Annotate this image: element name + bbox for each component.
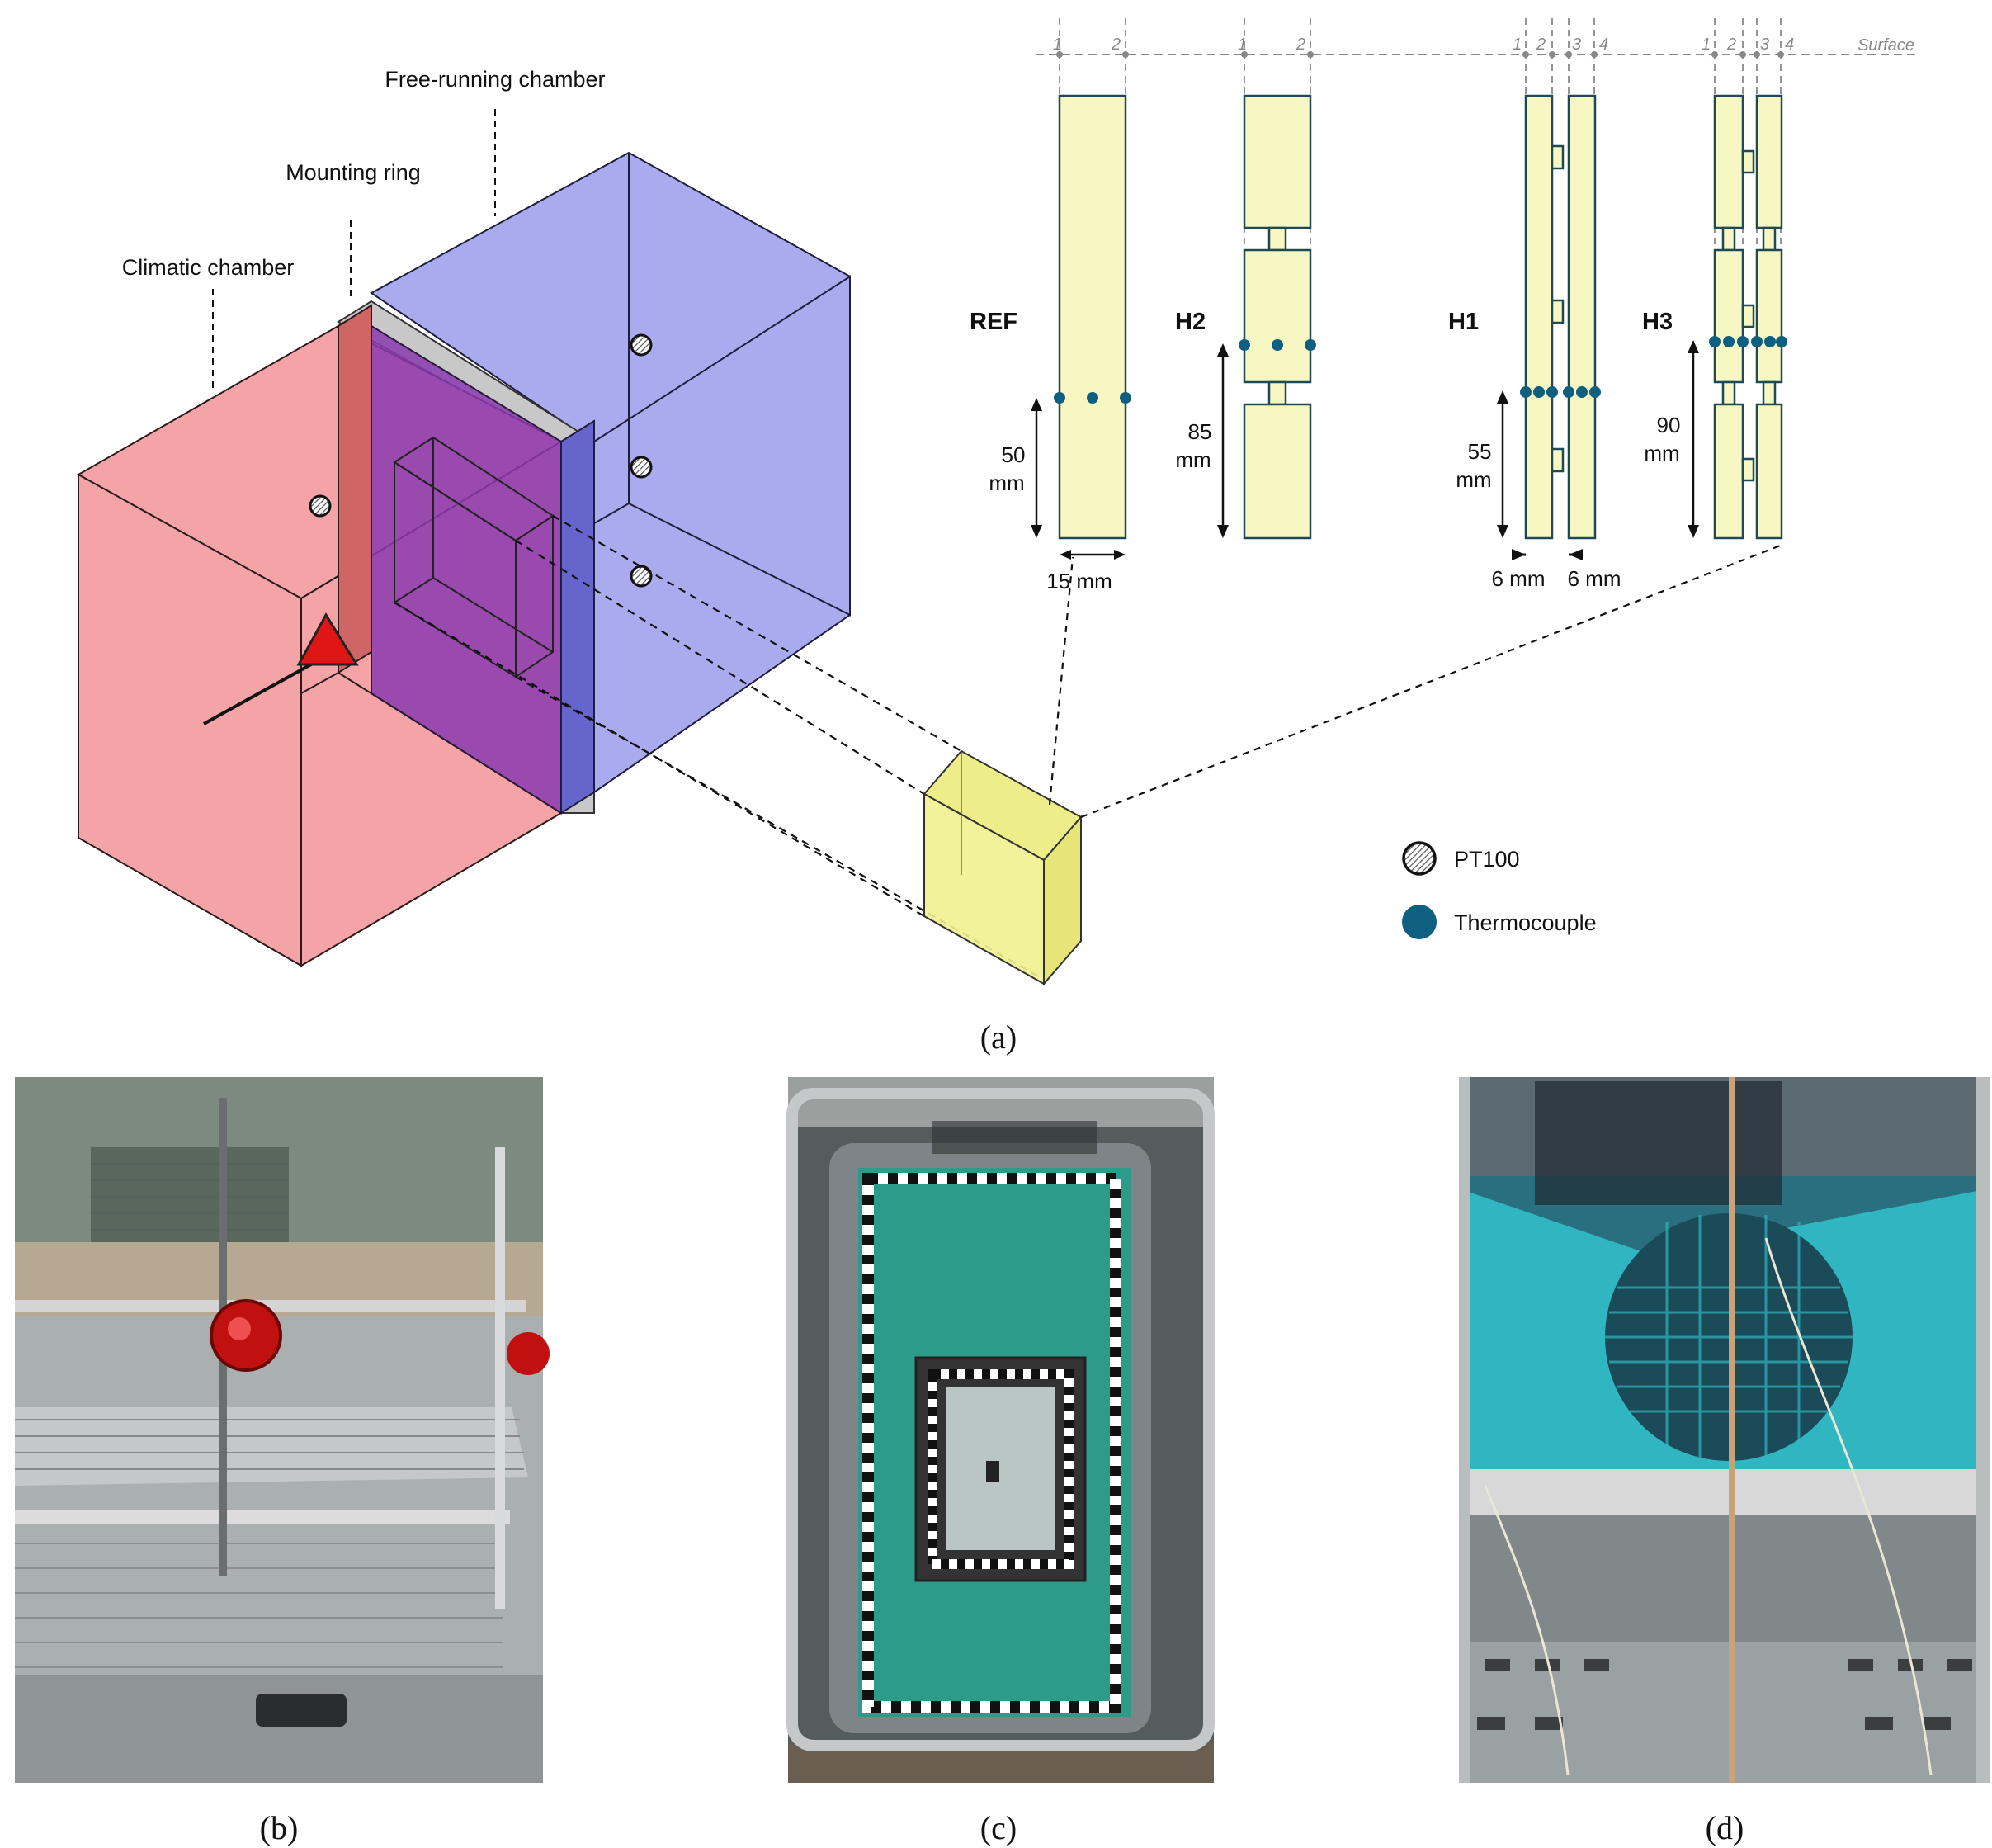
photo-c-mounting-ring [786, 1077, 1215, 1783]
sample-h3-dim-value: 90 [1657, 413, 1681, 437]
photo-b-climatic-chamber-interior [15, 1077, 550, 1783]
sample-h1: H1 55 mm 6 mm 6 mm [1448, 94, 1621, 591]
chamber-diagram: Climatic chamber Mounting ring Free-runn… [76, 67, 1783, 986]
sample-h1-dim-value: 55 [1468, 439, 1492, 464]
checker-tape-inner [928, 1369, 1074, 1569]
h3-col-4: 4 [1785, 35, 1794, 54]
sample-ref-width: 15 mm [1046, 569, 1112, 593]
legend: PT100 Thermocouple [1402, 841, 1597, 939]
checker-tape-outer [862, 1173, 1121, 1713]
sample-ref-dim-value: 50 [1002, 442, 1026, 467]
sample-h3-name: H3 [1642, 309, 1673, 335]
sample-h3-dim-unit: mm [1644, 441, 1679, 466]
caption-c: (c) [980, 1809, 1017, 1846]
sample-h1-dim-unit: mm [1456, 467, 1491, 492]
h2-col-2: 2 [1296, 35, 1305, 54]
pt100-sensor-free-2 [630, 456, 653, 479]
sample-ref: REF 50 mm 15 mm [970, 94, 1131, 593]
ref-col-2: 2 [1111, 35, 1121, 54]
filled-dot-icon [1402, 905, 1437, 939]
heater-stand [203, 655, 327, 725]
h1-col-3: 3 [1572, 35, 1581, 54]
pt100-sensor-climatic [309, 494, 332, 518]
h2-col-1: 1 [1238, 35, 1247, 54]
sample-h2-dim-value: 85 [1188, 419, 1212, 444]
red-triangle-icon [296, 612, 359, 666]
sample-h1-width-b: 6 mm [1568, 566, 1621, 591]
h3-col-1: 1 [1702, 35, 1711, 54]
legend-thermocouple: Thermocouple [1454, 910, 1597, 935]
sample-h1-width-a: 6 mm [1492, 566, 1546, 591]
label-mounting-ring: Mounting ring [286, 160, 421, 185]
sample-ref-dim-unit: mm [989, 470, 1024, 495]
climatic-chamber-inner-wall [338, 304, 372, 674]
label-free-running-chamber: Free-running chamber [385, 67, 605, 92]
caption-d: (d) [1706, 1809, 1744, 1846]
label-climatic-chamber: Climatic chamber [122, 255, 295, 280]
extracted-sample [923, 749, 1083, 986]
sample-h3: H3 90 mm [1642, 94, 1787, 540]
h3-col-3: 3 [1760, 35, 1769, 54]
h1-col-4: 4 [1599, 35, 1608, 54]
h1-col-1: 1 [1513, 35, 1522, 54]
sample-detail-panel: Surface 1 2 1 2 1 2 [970, 18, 1919, 1056]
sample-h2-name: H2 [1175, 309, 1206, 335]
free-running-frame [560, 419, 595, 815]
sample-h1-name: H1 [1448, 309, 1479, 335]
caption-b: (b) [260, 1809, 299, 1846]
pt100-sensor-free-3 [630, 565, 653, 588]
pt100-sensor-free-1 [630, 333, 653, 357]
caption-a: (a) [980, 1019, 1017, 1056]
ref-col-1: 1 [1053, 35, 1062, 54]
h1-col-2: 2 [1536, 35, 1546, 54]
surface-label: Surface [1857, 36, 1914, 54]
legend-pt100: PT100 [1454, 847, 1520, 872]
sample-h2: H2 85 mm [1175, 94, 1316, 540]
sample-h2-dim-unit: mm [1175, 447, 1211, 472]
photo-d-free-running-chamber [1459, 1077, 1990, 1783]
h3-col-2: 2 [1726, 35, 1736, 54]
sample-ref-name: REF [970, 309, 1017, 335]
hatched-circle-icon [1402, 841, 1437, 876]
